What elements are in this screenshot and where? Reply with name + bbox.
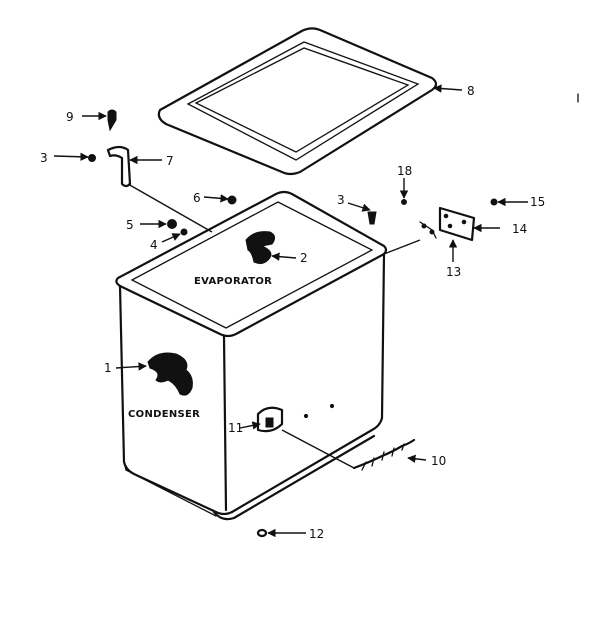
callout-14: 14 xyxy=(512,222,527,236)
screw-15 xyxy=(490,198,498,206)
callout-18: 18 xyxy=(397,164,412,178)
callout-13: 13 xyxy=(446,265,461,279)
condenser-label: CONDENSER xyxy=(128,409,200,420)
hinge-plate-right xyxy=(383,206,476,255)
callout-6: 6 xyxy=(193,191,201,205)
screw-4 xyxy=(180,228,188,236)
callout-4: 4 xyxy=(150,238,158,252)
cabinet xyxy=(115,190,388,521)
callout-10: 10 xyxy=(431,454,446,468)
callout-3-left: 3 xyxy=(40,151,48,165)
screw-3-right xyxy=(367,211,377,225)
callout-2: 2 xyxy=(300,251,308,265)
screw-3-left xyxy=(88,154,96,162)
pin-18 xyxy=(401,199,407,205)
callout-9: 9 xyxy=(66,110,74,124)
screw-6 xyxy=(227,195,237,205)
hinge-bracket-left xyxy=(106,145,213,233)
washer-5 xyxy=(167,219,177,229)
evaporator-label: EVAPORATOR xyxy=(194,276,272,287)
callout-8: 8 xyxy=(467,84,475,98)
lid xyxy=(157,27,438,176)
foot xyxy=(256,528,268,538)
drain-fitting xyxy=(256,406,355,469)
callout-1: 1 xyxy=(104,361,112,375)
condenser-tube xyxy=(147,352,193,396)
screw-cap-9 xyxy=(107,109,117,132)
callout-15: 15 xyxy=(530,195,545,209)
callout-12: 12 xyxy=(309,527,324,541)
callout-7: 7 xyxy=(166,154,174,168)
callout-5: 5 xyxy=(126,218,134,232)
evaporator-tube xyxy=(245,231,276,265)
callout-11: 11 xyxy=(228,421,243,435)
drain-hose xyxy=(352,438,416,471)
callout-3-right: 3 xyxy=(337,193,345,207)
